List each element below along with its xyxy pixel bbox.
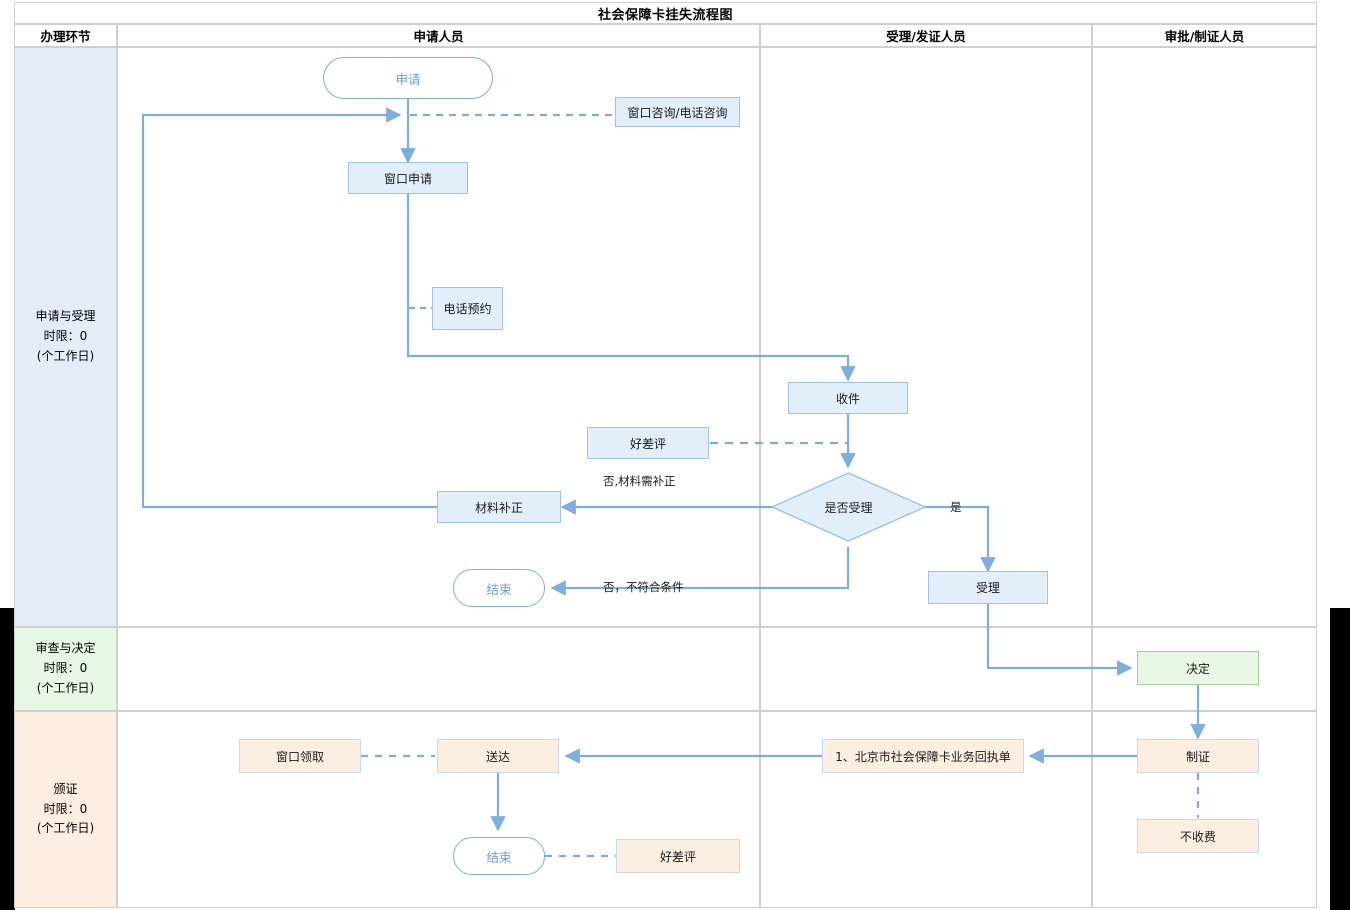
- node-deliver[interactable]: 送达: [437, 739, 559, 773]
- column-header-acceptor: 受理/发证人员: [760, 24, 1092, 47]
- lane-cell-2-applicant: [117, 627, 760, 711]
- node-decide-accept[interactable]: 是否受理: [771, 472, 926, 542]
- lane-label-review: 审查与决定 时限：0 (个工作日): [14, 627, 117, 711]
- node-window-apply[interactable]: 窗口申请: [348, 162, 468, 194]
- lane3-name: 颁证: [53, 781, 78, 796]
- lane1-limit: 时限：0: [43, 329, 88, 344]
- node-apply[interactable]: 申请: [323, 57, 493, 99]
- node-no-fee[interactable]: 不收费: [1137, 819, 1259, 853]
- lane2-name: 审查与决定: [35, 641, 96, 656]
- lane-cell-1-approver: [1092, 47, 1317, 627]
- lane-cell-1-applicant: [117, 47, 760, 627]
- lane2-unit: (个工作日): [36, 680, 95, 695]
- lane3-unit: (个工作日): [36, 821, 95, 836]
- column-header-approver: 审批/制证人员: [1092, 24, 1317, 47]
- diamond-shape-icon: [771, 472, 926, 542]
- node-receive[interactable]: 收件: [788, 382, 908, 414]
- node-phone-booking[interactable]: 电话预约: [432, 287, 503, 330]
- lane-label-issuance: 颁证 时限：0 (个工作日): [14, 711, 117, 908]
- edge-label-not-qualified: 否，不符合条件: [603, 580, 684, 594]
- chart-title-bar: 社会保障卡挂失流程图: [14, 2, 1317, 24]
- lane-label-application: 申请与受理 时限：0 (个工作日): [14, 47, 117, 627]
- page-gutter-left: [0, 608, 15, 910]
- node-decide-accept-label: 是否受理: [824, 500, 873, 515]
- node-fix-material[interactable]: 材料补正: [437, 491, 561, 523]
- node-accept[interactable]: 受理: [928, 571, 1048, 604]
- column-header-stage: 办理环节: [14, 24, 117, 47]
- lane1-name: 申请与受理: [35, 309, 96, 324]
- page-gutter-right: [1330, 608, 1350, 910]
- node-end-top[interactable]: 结束: [453, 569, 545, 607]
- lane-cell-2-acceptor: [760, 627, 1092, 711]
- column-header-applicant: 申请人员: [117, 24, 760, 47]
- node-receipt[interactable]: 1、北京市社会保障卡业务回执单: [822, 739, 1024, 773]
- node-make-card[interactable]: 制证: [1137, 739, 1259, 773]
- edge-label-yes: 是: [950, 500, 962, 514]
- edge-label-need-fix: 否,材料需补正: [603, 474, 676, 488]
- lane3-limit: 时限：0: [43, 801, 88, 816]
- lane1-unit: (个工作日): [36, 348, 95, 363]
- chart-title: 社会保障卡挂失流程图: [597, 7, 733, 23]
- node-window-pickup[interactable]: 窗口领取: [239, 739, 361, 773]
- node-consult[interactable]: 窗口咨询/电话咨询: [615, 97, 740, 127]
- node-decision[interactable]: 决定: [1137, 651, 1259, 685]
- lane2-limit: 时限：0: [43, 661, 88, 676]
- node-review-top[interactable]: 好差评: [587, 427, 709, 459]
- node-end-bottom[interactable]: 结束: [453, 837, 545, 875]
- node-review-bottom[interactable]: 好差评: [616, 839, 740, 873]
